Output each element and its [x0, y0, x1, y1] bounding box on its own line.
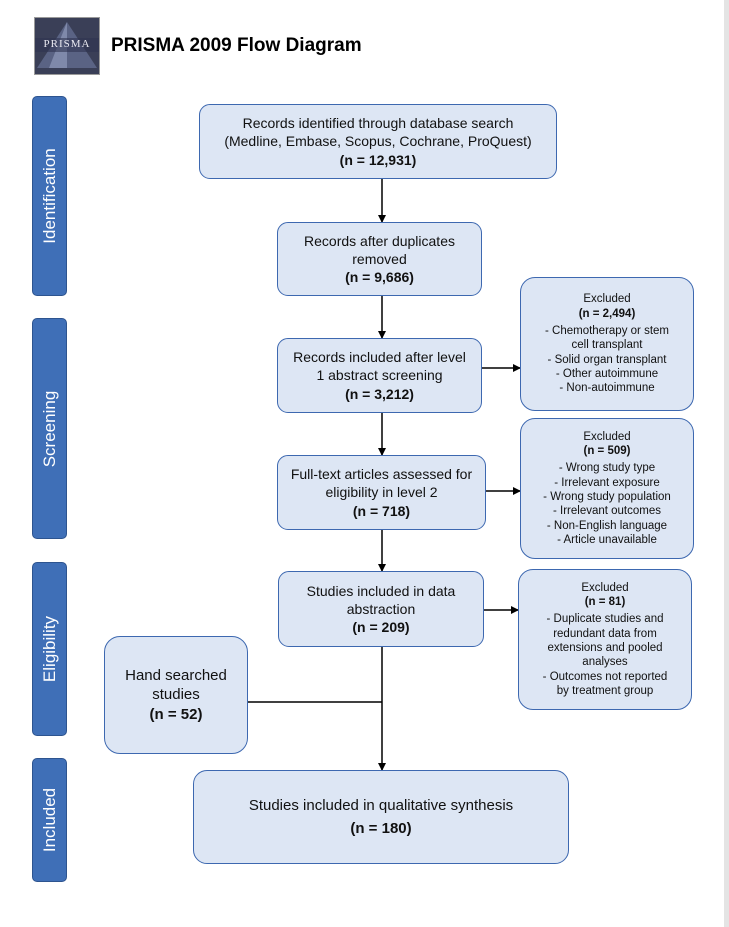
phase-identification: Identification: [32, 96, 67, 296]
box-text: 1 abstract screening: [316, 367, 443, 384]
excluded-reason: - Solid organ transplant: [547, 353, 667, 366]
box-excluded-abstraction: Excluded (n = 81) - Duplicate studies an…: [518, 569, 692, 710]
box-count: (n = 3,212): [345, 385, 414, 402]
excluded-count: (n = 509): [583, 444, 631, 457]
excluded-heading: Excluded: [583, 293, 631, 306]
excluded-reason: - Other autoimmune: [555, 368, 659, 381]
excluded-reasons-list: - Chemotherapy or stem cell transplant -…: [541, 324, 673, 396]
box-data-abstraction: Studies included in data abstraction (n …: [278, 571, 484, 647]
phase-eligibility: Eligibility: [32, 562, 67, 736]
box-excluded-level2: Excluded (n = 509) - Wrong study type - …: [520, 418, 694, 559]
box-text: studies: [152, 686, 200, 704]
excluded-reason: - Non-autoimmune: [559, 382, 655, 395]
excluded-reason: - Duplicate studies and: [546, 613, 664, 626]
excluded-reasons-list: - Wrong study type - Irrelevant exposure…: [539, 461, 675, 547]
excluded-reason: - Outcomes not reported: [542, 670, 668, 683]
excluded-reason: extensions and pooled: [547, 642, 663, 654]
box-qualitative-synthesis: Studies included in qualitative synthesi…: [193, 770, 569, 864]
excluded-reasons-list: - Duplicate studies and redundant data f…: [539, 612, 672, 698]
box-text: removed: [352, 250, 407, 267]
logo-graphic: [35, 18, 99, 74]
page-edge: [724, 0, 729, 927]
box-count: (n = 9,686): [345, 269, 414, 286]
excluded-reason: - Wrong study population: [543, 491, 671, 503]
box-fulltext-assessed: Full-text articles assessed for eligibil…: [277, 455, 486, 530]
excluded-reason: - Chemotherapy or stem: [545, 324, 669, 337]
excluded-reason: analyses: [582, 656, 628, 669]
box-text: abstraction: [346, 600, 416, 617]
excluded-count: (n = 81): [584, 595, 626, 608]
page-title: PRISMA 2009 Flow Diagram: [111, 35, 362, 56]
logo-text: PRISMA: [43, 38, 91, 50]
excluded-reason: cell transplant: [571, 339, 643, 352]
excluded-heading: Excluded: [581, 581, 629, 594]
box-text: Studies included in data: [306, 582, 456, 599]
box-text: Studies included in qualitative synthesi…: [248, 796, 514, 814]
box-count: (n = 180): [350, 820, 412, 837]
excluded-reason: - Irrelevant exposure: [554, 476, 660, 489]
excluded-reason: redundant data from: [553, 627, 657, 640]
box-text: Records included after level: [293, 349, 466, 366]
phase-included: Included: [32, 758, 67, 882]
box-text: Hand searched: [125, 666, 227, 684]
excluded-reason: by treatment group: [556, 685, 654, 698]
excluded-reason: - Wrong study type: [558, 462, 656, 475]
box-text: Records identified through database sear…: [242, 115, 514, 132]
prisma-logo: PRISMA: [34, 17, 100, 75]
box-excluded-level1: Excluded (n = 2,494) - Chemotherapy or s…: [520, 277, 694, 411]
excluded-reason: - Article unavailable: [557, 534, 657, 547]
box-level1-screening: Records included after level 1 abstract …: [277, 338, 482, 413]
box-text: eligibility in level 2: [325, 484, 438, 501]
box-count: (n = 52): [149, 705, 203, 723]
excluded-reason: - Irrelevant outcomes: [552, 505, 661, 518]
box-text: Full-text articles assessed for: [290, 466, 473, 483]
box-count: (n = 209): [352, 619, 410, 636]
phase-screening: Screening: [32, 318, 67, 539]
box-text: Records after duplicates: [304, 232, 455, 249]
box-hand-searched: Hand searched studies (n = 52): [104, 636, 248, 754]
box-count: (n = 12,931): [339, 151, 417, 168]
box-text: (Medline, Embase, Scopus, Cochrane, ProQ…: [224, 133, 532, 150]
box-database-search: Records identified through database sear…: [199, 104, 557, 179]
box-count: (n = 718): [352, 502, 411, 519]
excluded-reason: - Non-English language: [546, 519, 668, 532]
excluded-heading: Excluded: [583, 430, 631, 443]
box-duplicates-removed: Records after duplicates removed (n = 9,…: [277, 222, 482, 296]
excluded-count: (n = 2,494): [578, 307, 636, 320]
